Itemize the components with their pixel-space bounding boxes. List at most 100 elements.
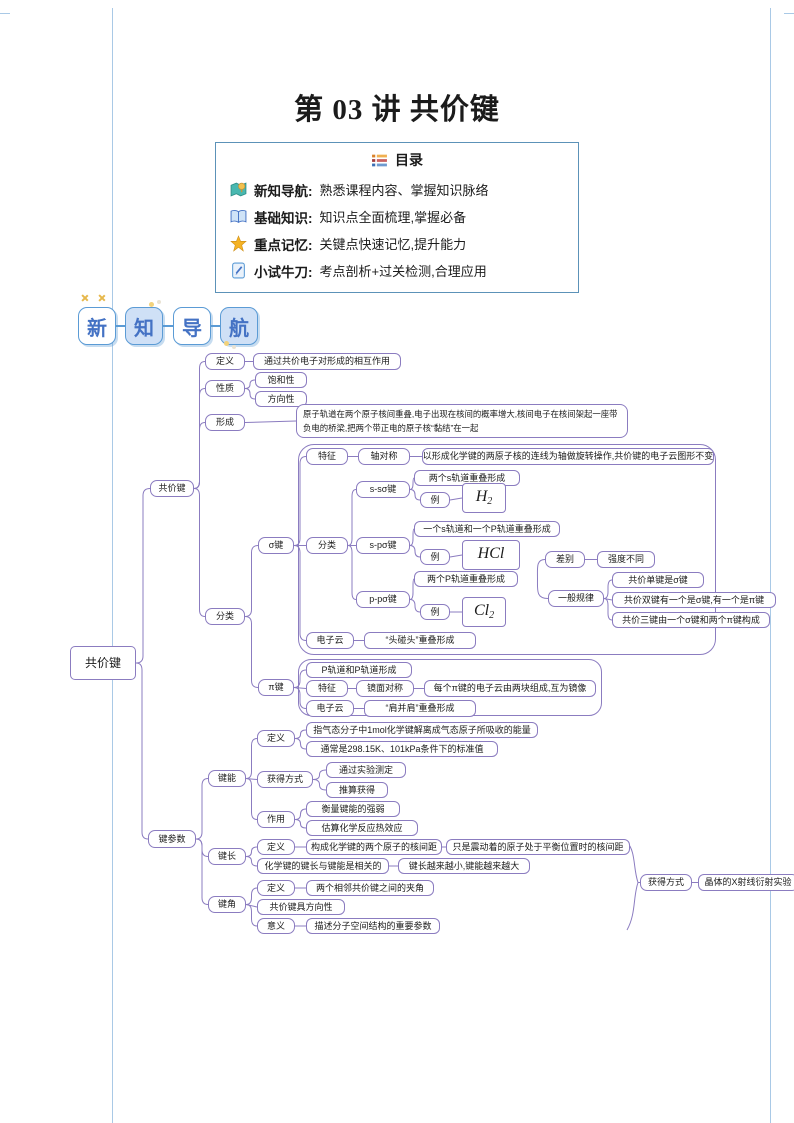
section-badge-4: 航 bbox=[220, 307, 258, 345]
star-icon bbox=[230, 235, 247, 252]
text-difference: 强度不同 bbox=[597, 551, 655, 568]
badge-connector bbox=[209, 325, 221, 327]
text-angle-directionality: 共价键具方向性 bbox=[257, 899, 345, 915]
node-length-definition: 定义 bbox=[257, 839, 295, 855]
text-energy-obtain-2: 推算获得 bbox=[326, 782, 388, 798]
top-right-tick bbox=[784, 13, 794, 14]
node-example: 例 bbox=[420, 492, 450, 508]
text-saturation: 饱和性 bbox=[255, 372, 307, 388]
node-bond-parameters: 键参数 bbox=[148, 830, 196, 848]
node-energy-definition: 定义 bbox=[257, 730, 295, 747]
text-energy-use-2: 估算化学反应热效应 bbox=[306, 820, 418, 836]
node-difference: 差别 bbox=[545, 551, 585, 568]
book-icon bbox=[230, 209, 247, 223]
node-pp-sigma: p-pσ键 bbox=[356, 591, 410, 608]
text-energy-use-1: 衡量键能的强弱 bbox=[306, 801, 400, 817]
toc-header-label: 目录 bbox=[395, 152, 423, 168]
badge-connector bbox=[114, 325, 126, 327]
sparkle-x-icon bbox=[80, 294, 88, 302]
node-bond-energy: 键能 bbox=[208, 770, 246, 787]
summary-bracket bbox=[536, 559, 549, 599]
section-badge-2: 知 bbox=[125, 307, 163, 345]
text-sigma-electron-cloud: “头碰头”重叠形成 bbox=[364, 632, 476, 649]
text-directionality: 方向性 bbox=[255, 391, 307, 407]
node-classification: 分类 bbox=[205, 608, 245, 625]
text-sp-sigma: 一个s轨道和一个P轨道重叠形成 bbox=[414, 521, 560, 537]
node-sigma-feature: 特征 bbox=[306, 448, 348, 465]
text-axial-symmetry: 以形成化学键的两原子核的连线为轴做旋转操作,共价键的电子云图形不变 bbox=[422, 448, 714, 465]
text-definition: 通过共价电子对形成的相互作用 bbox=[253, 353, 401, 370]
node-sigma-classification: 分类 bbox=[306, 537, 348, 554]
text-length-definition-2: 只是震动着的原子处于平衡位置时的核间距 bbox=[446, 839, 630, 855]
text-energy-definition-2: 通常是298.15K、101kPa条件下的标准值 bbox=[306, 741, 498, 757]
node-definition: 定义 bbox=[205, 353, 245, 370]
node-sigma-electron-cloud: 电子云 bbox=[306, 632, 354, 649]
top-left-tick bbox=[0, 13, 10, 14]
text-energy-definition-1: 指气态分子中1mol化学键解离成气态原子所吸收的能量 bbox=[306, 722, 538, 738]
node-pi-electron-cloud: 电子云 bbox=[306, 700, 354, 717]
node-pi-bond: π键 bbox=[258, 679, 294, 696]
mindmap-root-covalent-bond: 共价键 bbox=[70, 646, 136, 680]
section-badge-3: 导 bbox=[173, 307, 211, 345]
node-example: 例 bbox=[420, 604, 450, 620]
node-axial-symmetry: 轴对称 bbox=[358, 448, 410, 465]
text-angle-meaning: 描述分子空间结构的重要参数 bbox=[306, 918, 440, 934]
node-energy-obtain-method: 获得方式 bbox=[257, 771, 313, 788]
dot-decoration bbox=[157, 300, 161, 304]
text-energy-obtain-1: 通过实验测定 bbox=[326, 762, 406, 778]
node-energy-use: 作用 bbox=[257, 811, 295, 828]
map-pin-icon bbox=[230, 182, 247, 197]
node-general-rules: 一般规律 bbox=[548, 590, 604, 607]
tablet-pen-icon bbox=[232, 262, 245, 279]
node-obtain-method: 获得方式 bbox=[640, 874, 692, 891]
text-xray-diffraction: 晶体的X射线衍射实验 bbox=[698, 874, 794, 891]
text-length-energy-trend: 键长越来越小,键能越来越大 bbox=[398, 858, 530, 874]
node-sigma-bond: σ键 bbox=[258, 537, 294, 554]
right-margin-line bbox=[770, 8, 771, 1123]
node-ss-sigma: s-sσ键 bbox=[356, 481, 410, 498]
badge-connector bbox=[161, 325, 174, 327]
sparkle-x-icon bbox=[97, 294, 105, 302]
toc-list-icon bbox=[372, 154, 387, 166]
text-angle-definition: 两个相邻共价键之间的夹角 bbox=[306, 880, 434, 896]
node-angle-meaning: 意义 bbox=[257, 918, 295, 934]
summary-brace-bottom bbox=[626, 882, 639, 931]
toc-item: 重点记忆:关键点快速记忆,提升能力 bbox=[230, 230, 578, 257]
text-pi-formation: P轨道和P轨道形成 bbox=[306, 662, 412, 678]
formula-hcl: HCl bbox=[462, 540, 520, 570]
node-example: 例 bbox=[420, 549, 450, 565]
toc-box: 目录 新知导航:熟悉课程内容、掌握知识脉络 基础知识:知识点全面梳理,掌握必备 bbox=[215, 142, 579, 293]
toc-header: 目录 bbox=[216, 150, 578, 170]
dot-decoration bbox=[149, 302, 154, 307]
text-rule-double-bond: 共价双键有一个是σ键,有一个是π键 bbox=[612, 592, 776, 608]
sigma-bond-boundary bbox=[298, 444, 716, 655]
text-formation: 原子轨道在两个原子核间重叠,电子出现在核间的概率增大,核间电子在核间架起一座带负… bbox=[296, 404, 628, 438]
text-length-energy-relation: 化学键的键长与键能是相关的 bbox=[257, 858, 389, 874]
node-sp-sigma: s-pσ键 bbox=[356, 537, 410, 554]
text-mirror-symmetry: 每个π键的电子云由两块组成,互为镜像 bbox=[424, 680, 596, 697]
toc-item: 小试牛刀:考点剖析+过关检测,合理应用 bbox=[230, 257, 578, 284]
left-margin-line bbox=[112, 8, 113, 1123]
node-pi-feature: 特征 bbox=[306, 680, 348, 697]
section-badge-1: 新 bbox=[78, 307, 116, 345]
node-angle-definition: 定义 bbox=[257, 880, 295, 896]
page-title: 第 03 讲 共价键 bbox=[294, 94, 500, 126]
dot-decoration bbox=[232, 345, 236, 349]
node-bond-length: 键长 bbox=[208, 848, 246, 865]
node-mirror-symmetry: 镜面对称 bbox=[356, 680, 414, 697]
node-formation: 形成 bbox=[205, 414, 245, 431]
node-covalent-bond: 共价键 bbox=[150, 480, 194, 497]
text-rule-single-bond: 共价单键是σ键 bbox=[612, 572, 704, 588]
dot-decoration bbox=[224, 341, 229, 346]
toc-item: 新知导航:熟悉课程内容、掌握知识脉络 bbox=[230, 176, 578, 203]
toc-item: 基础知识:知识点全面梳理,掌握必备 bbox=[230, 203, 578, 230]
node-bond-angle: 键角 bbox=[208, 896, 246, 913]
node-properties: 性质 bbox=[205, 380, 245, 397]
text-pp-sigma: 两个P轨道重叠形成 bbox=[414, 571, 518, 587]
text-rule-triple-bond: 共价三键由一个σ键和两个π键构成 bbox=[612, 612, 770, 628]
text-length-definition-1: 构成化学键的两个原子的核间距 bbox=[306, 839, 442, 855]
